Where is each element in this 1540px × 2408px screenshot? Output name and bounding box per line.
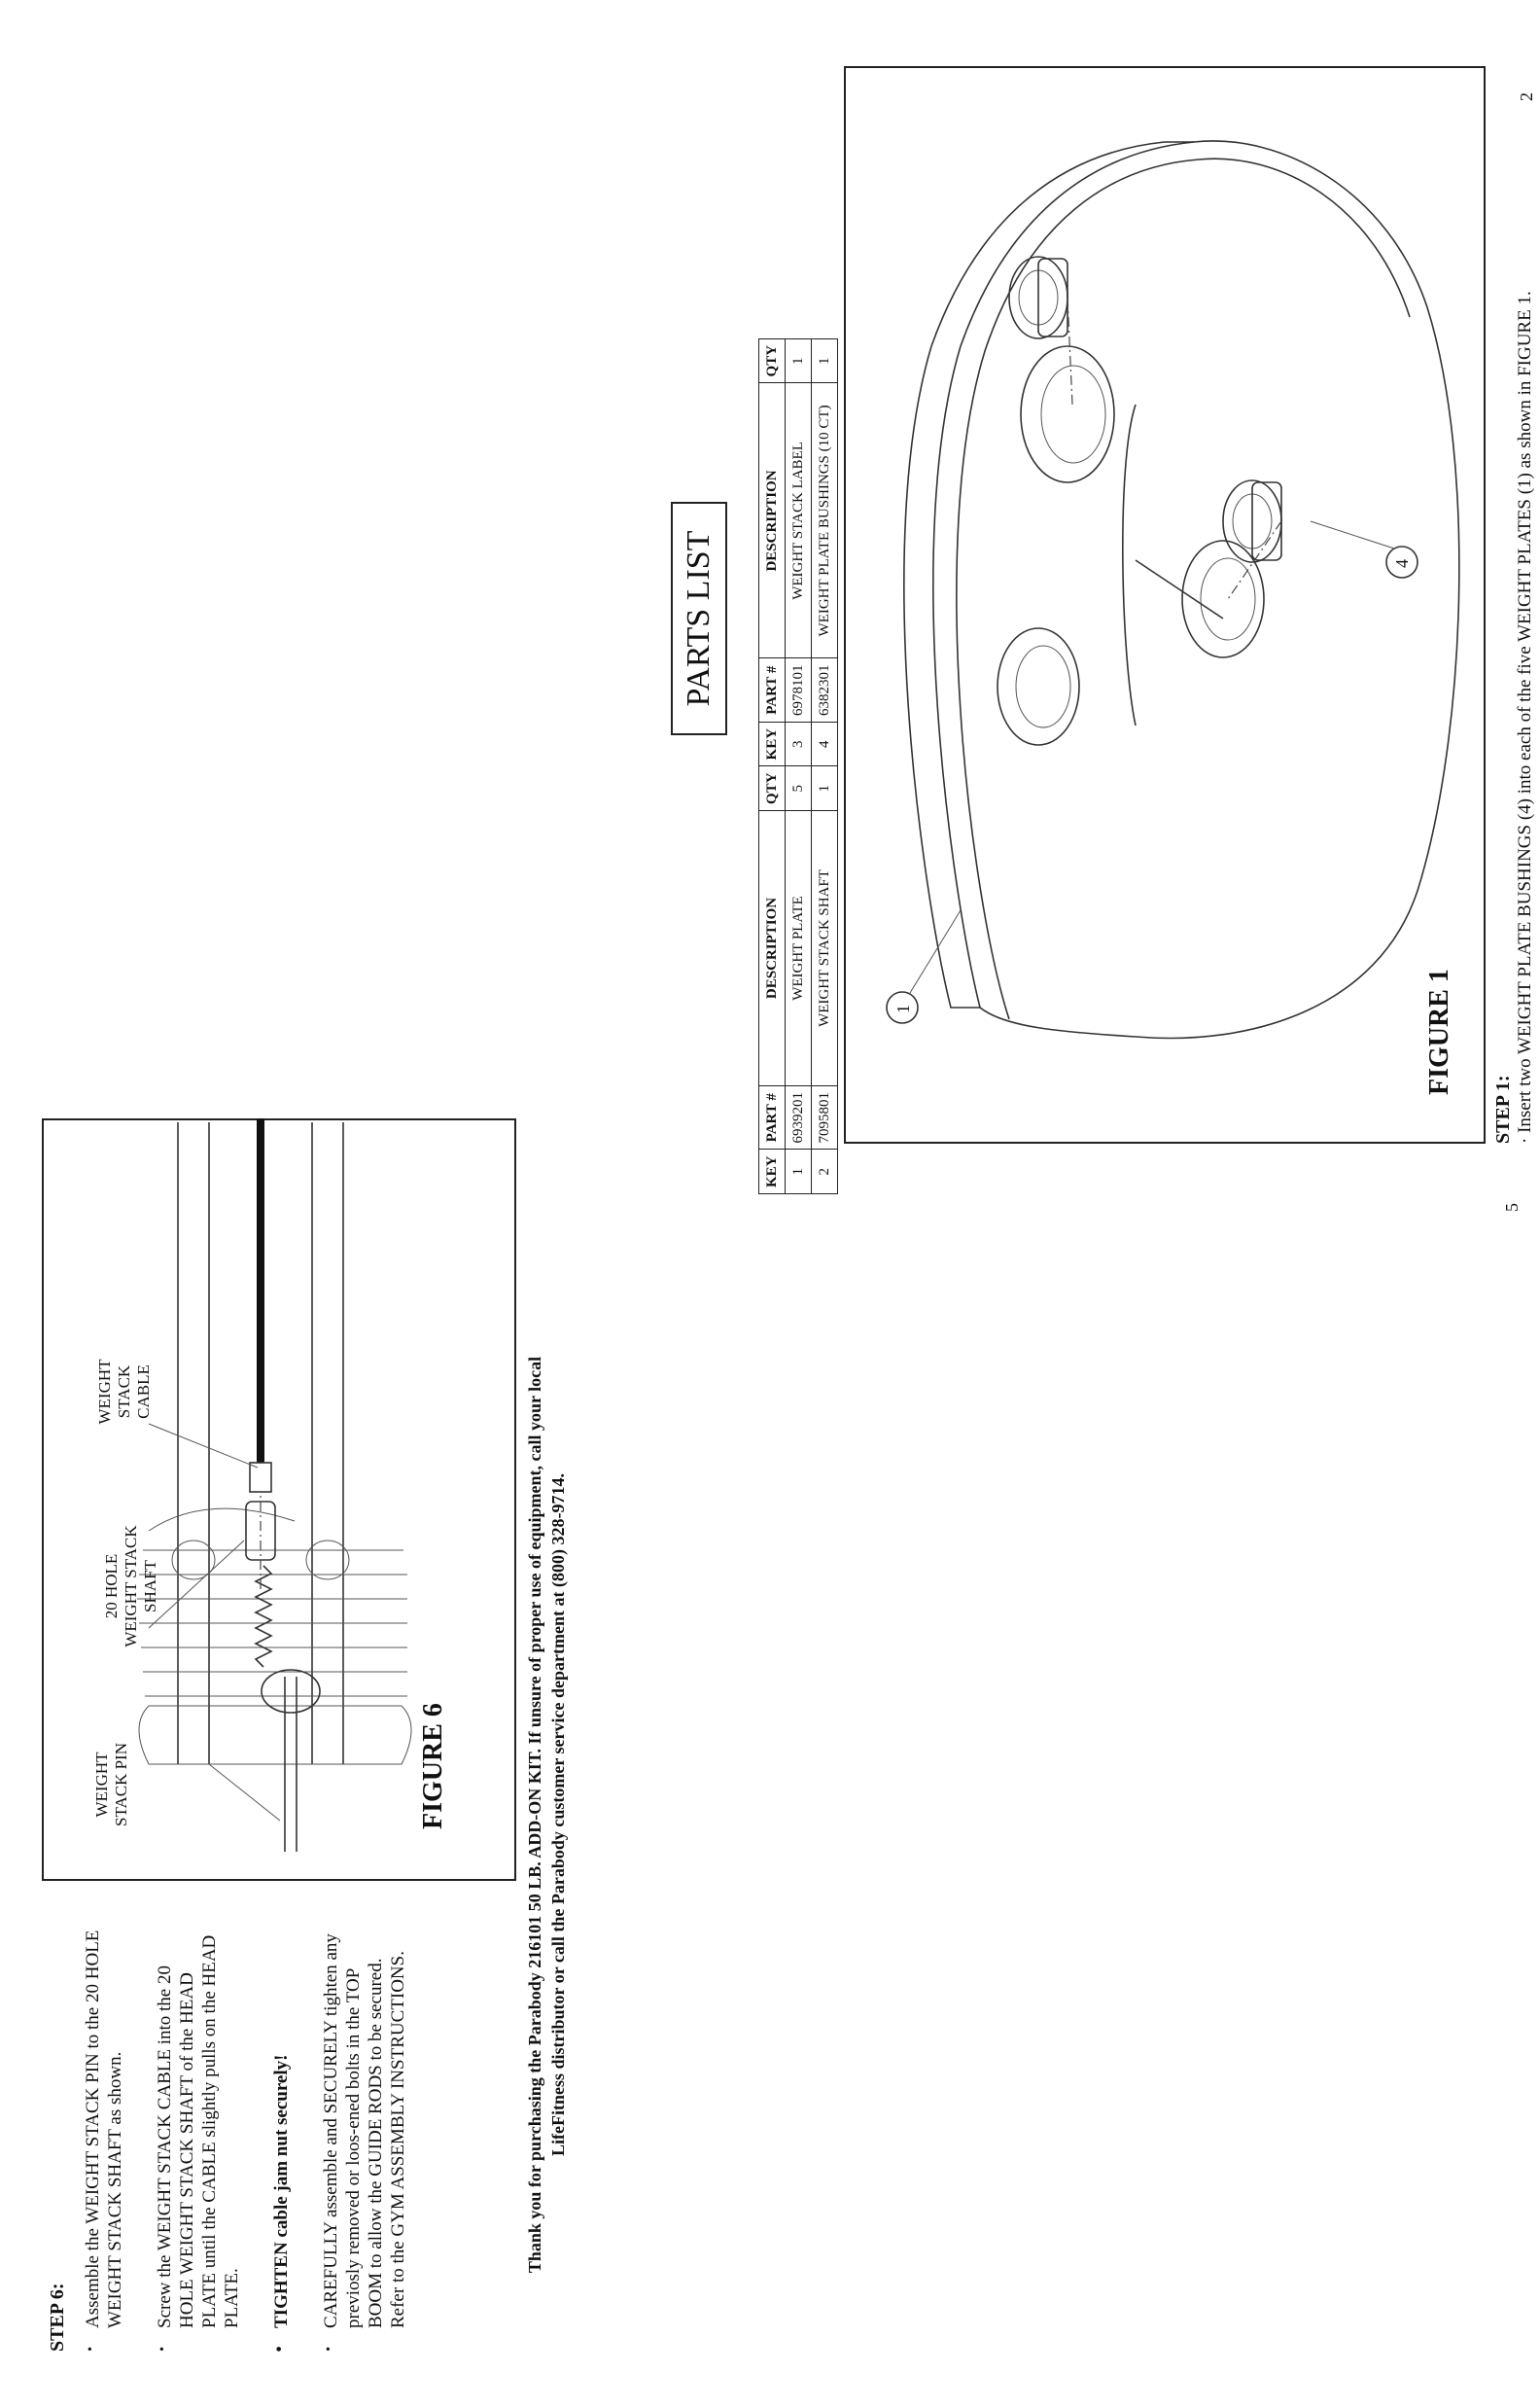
- cell-qty: 1: [811, 338, 838, 383]
- cell-desc: WEIGHT STACK LABEL: [785, 382, 812, 658]
- thanks-note: Thank you for purchasing the Parabody 21…: [523, 1328, 570, 2301]
- cell-key: 3: [785, 722, 812, 766]
- cell-part: 6939201: [785, 1085, 812, 1150]
- figure6-drawing: [137, 1118, 412, 1852]
- header-part-2: PART #: [758, 657, 786, 723]
- header-desc-2: DESCRIPTION: [758, 382, 786, 658]
- parts-table: KEY PART # DESCRIPTION QTY KEY PART # DE…: [758, 338, 838, 1194]
- callout-weight-stack-pin: WEIGHT STACK PIN: [92, 1743, 130, 1827]
- header-key: KEY: [758, 1149, 786, 1194]
- cell-key: 1: [785, 1149, 812, 1194]
- cell-part: 6978101: [785, 657, 812, 723]
- figure1-callout-1: 1: [893, 1005, 913, 1013]
- table-row: 2 7095801 WEIGHT STACK SHAFT 1 4 6382301…: [811, 338, 838, 1194]
- cell-desc: WEIGHT PLATE: [785, 810, 812, 1086]
- parts-list-title: PARTS LIST: [671, 502, 727, 735]
- cell-key: 2: [811, 1149, 838, 1194]
- cell-part: 7095801: [811, 1085, 838, 1150]
- figure1-caption: FIGURE 1: [1424, 969, 1454, 1095]
- step6-bullet-2: Screw the WEIGHT STACK CABLE into the 20…: [154, 1928, 243, 2355]
- step1-title: STEP 1:: [1492, 1075, 1514, 1144]
- header-part: PART #: [758, 1085, 786, 1150]
- page-number-left: 5: [1502, 1203, 1522, 1212]
- cell-desc: WEIGHT PLATE BUSHINGS (10 CT): [811, 382, 838, 658]
- page-number-right: 2: [1517, 92, 1536, 101]
- callout-20-hole-shaft: 20 HOLE WEIGHT STACK SHAFT: [102, 1525, 159, 1647]
- thanks-line-2: LifeFitness distributor or call the Para…: [548, 1473, 568, 2156]
- step6-bullet-1: Assemble the WEIGHT STACK PIN to the 20 …: [82, 1928, 126, 2355]
- step6-bullet-4: CAREFULLY assemble and SECURELY tighten …: [320, 1928, 409, 2355]
- cell-qty: 5: [785, 765, 812, 811]
- parts-table-header: KEY PART # DESCRIPTION QTY KEY PART # DE…: [758, 338, 786, 1194]
- thanks-line-1: Thank you for purchasing the Parabody 21…: [525, 1356, 544, 2274]
- step6-title: STEP 6:: [47, 2283, 68, 2352]
- header-key-2: KEY: [758, 722, 786, 766]
- header-qty: QTY: [758, 765, 786, 811]
- cell-part: 6382301: [811, 657, 838, 723]
- cell-qty: 1: [811, 765, 838, 811]
- figure1-drawing: [886, 140, 1460, 1040]
- cell-qty: 1: [785, 338, 812, 383]
- callout-weight-stack-cable: WEIGHT STACK CABLE: [95, 1359, 153, 1425]
- step6-bullets: Assemble the WEIGHT STACK PIN to the 20 …: [82, 1928, 437, 2355]
- step1-instruction: Insert two WEIGHT PLATE BUSHINGS (4) int…: [1515, 291, 1536, 1144]
- header-desc: DESCRIPTION: [758, 810, 786, 1086]
- header-qty-2: QTY: [758, 338, 786, 383]
- figure6-caption: FIGURE 6: [418, 1703, 448, 1829]
- cell-key: 4: [811, 722, 838, 766]
- table-row: 1 6939201 WEIGHT PLATE 5 3 6978101 WEIGH…: [785, 338, 812, 1194]
- step6-bullet-3: TIGHTEN cable jam nut securely!: [270, 1928, 293, 2355]
- cell-desc: WEIGHT STACK SHAFT: [811, 810, 838, 1086]
- figure1-callout-4: 4: [1392, 559, 1412, 568]
